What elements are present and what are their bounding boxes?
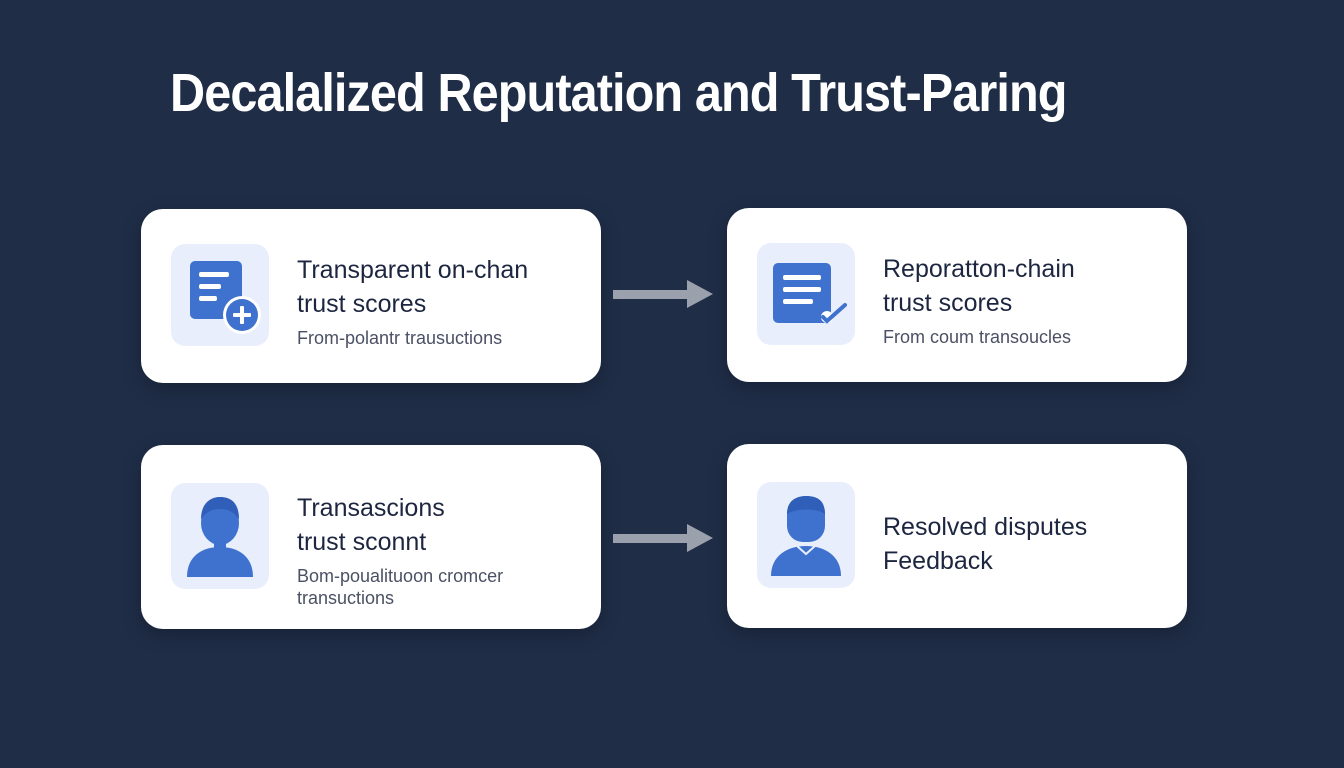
user-avatar-icon: [757, 482, 855, 588]
card-subtext: From coum transoucles: [883, 326, 1171, 348]
card-text: Resolved disputes Feedback: [883, 510, 1171, 578]
card-transparent-trust-scores: Transparent on-chan trust scores From-po…: [141, 209, 601, 383]
card-text: Transascions trust sconnt Bom-poualituoo…: [297, 491, 585, 609]
card-heading: Transparent on-chan trust scores: [297, 253, 585, 321]
card-heading-line-2: trust sconnt: [297, 528, 427, 556]
card-text: Reporatton-chain trust scores From coum …: [883, 252, 1171, 348]
document-check-icon: [757, 243, 855, 345]
card-heading: Reporatton-chain trust scores: [883, 252, 1171, 320]
card-subtext-line-1: From coum transoucles: [883, 327, 1072, 347]
card-reputation-chain: Reporatton-chain trust scores From coum …: [727, 208, 1187, 382]
arrow-right-icon: [611, 523, 715, 553]
user-avatar-icon: [171, 483, 269, 589]
card-subtext: Bom-poualituoon cromcer transuctions: [297, 565, 585, 609]
page-title: Decalalized Reputation and Trust-Paring: [170, 63, 1067, 123]
card-subtext-line-1: From-polantr trausuctions: [297, 328, 503, 348]
card-heading: Resolved disputes Feedback: [883, 510, 1171, 578]
card-heading-line-1: Resolved disputes: [883, 513, 1088, 541]
arrow-right-icon: [611, 279, 715, 309]
card-subtext: From-polantr trausuctions: [297, 327, 585, 349]
card-heading-line-1: Reporatton-chain: [883, 255, 1075, 283]
card-subtext-line-1: Bom-poualituoon cromcer: [297, 566, 504, 586]
card-text: Transparent on-chan trust scores From-po…: [297, 253, 585, 349]
card-heading-line-1: Transascions: [297, 494, 445, 522]
card-heading: Transascions trust sconnt: [297, 491, 585, 559]
card-heading-line-2: Feedback: [883, 547, 993, 575]
card-heading-line-2: trust scores: [297, 290, 427, 318]
document-add-icon: [171, 244, 269, 346]
card-transactions-trust: Transascions trust sconnt Bom-poualituoo…: [141, 445, 601, 629]
card-subtext-line-2: transuctions: [297, 588, 395, 608]
card-heading-line-2: trust scores: [883, 289, 1013, 317]
card-heading-line-1: Transparent on-chan: [297, 256, 529, 284]
card-resolved-disputes: Resolved disputes Feedback: [727, 444, 1187, 628]
